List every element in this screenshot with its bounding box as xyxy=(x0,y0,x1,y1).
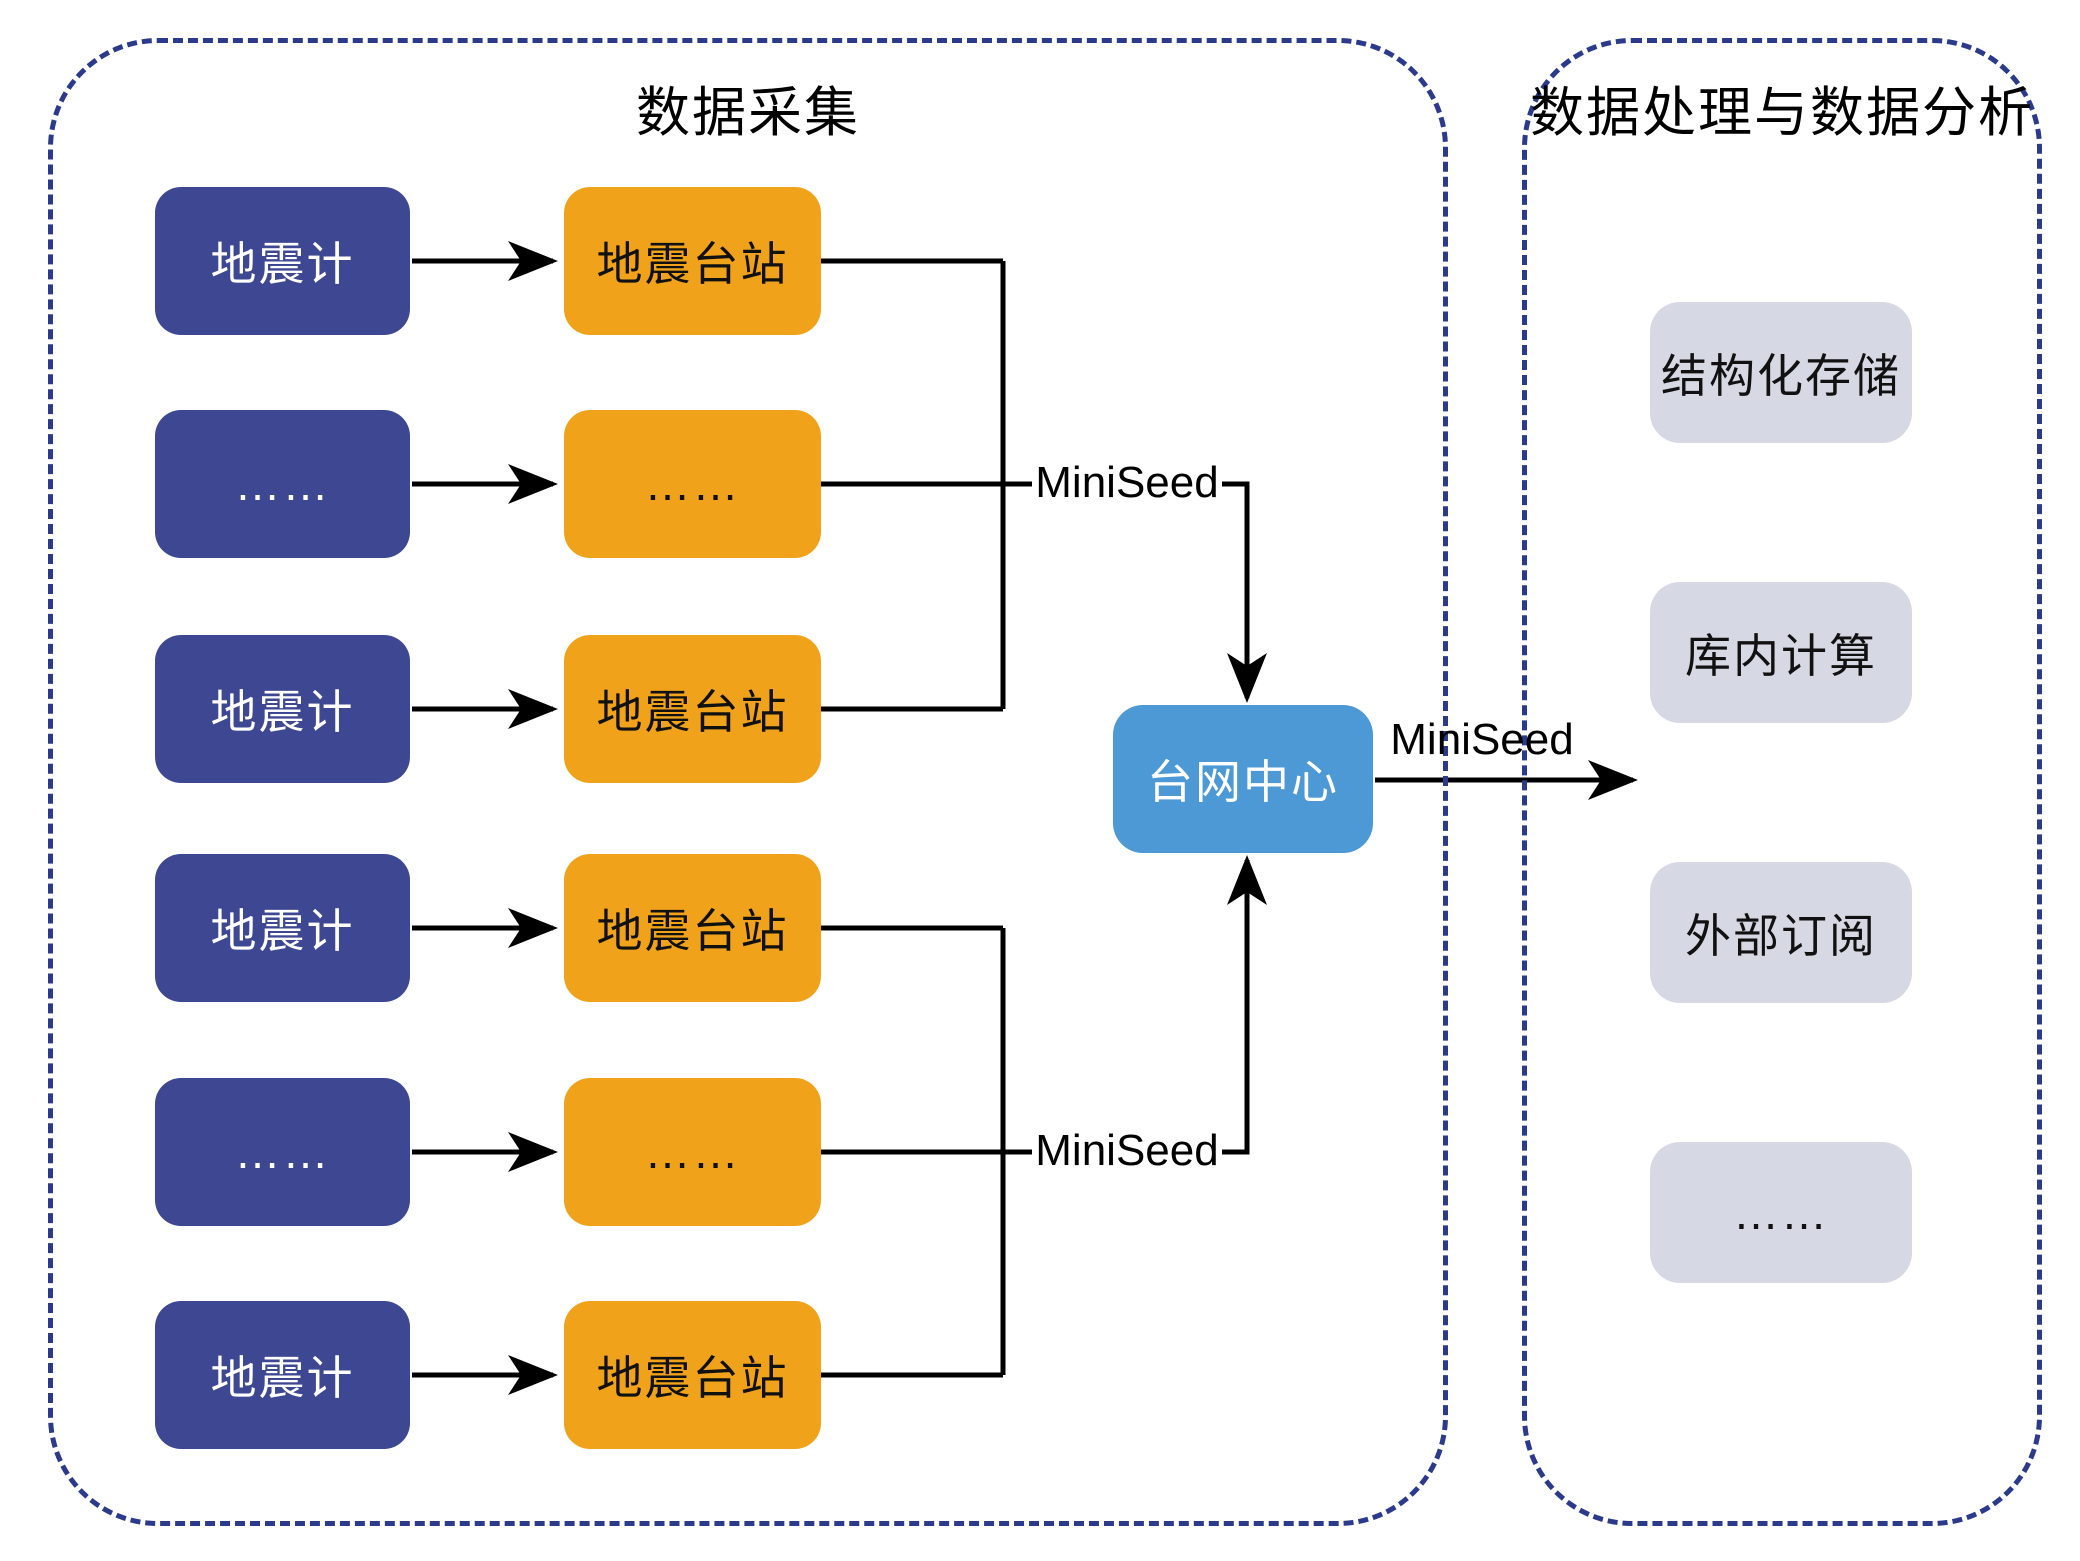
seismometer-box: 地震计 xyxy=(155,635,410,783)
station-box: 地震台站 xyxy=(564,187,821,335)
processing-item-ellipsis: …… xyxy=(1650,1142,1912,1283)
seismometer-box: 地震计 xyxy=(155,854,410,1002)
seismometer-ellipsis-box: …… xyxy=(155,1078,410,1226)
miniseed-label-top: MiniSeed xyxy=(1035,458,1219,507)
station-ellipsis-box: …… xyxy=(564,410,821,558)
station-box: 地震台站 xyxy=(564,635,821,783)
seismometer-ellipsis-box: …… xyxy=(155,410,410,558)
station-box: 地震台站 xyxy=(564,1301,821,1449)
processing-item-in-database-computing: 库内计算 xyxy=(1650,582,1912,723)
data-processing-container xyxy=(1522,38,2042,1526)
seismometer-box: 地震计 xyxy=(155,1301,410,1449)
wire-label-top-to-hub xyxy=(1222,481,1267,703)
miniseed-label-bottom: MiniSeed xyxy=(1035,1126,1219,1175)
miniseed-label-output: MiniSeed xyxy=(1390,715,1574,764)
processing-item-external-subscription: 外部订阅 xyxy=(1650,862,1912,1003)
hub-box: 台网中心 xyxy=(1113,705,1373,853)
processing-item-structured-storage: 结构化存储 xyxy=(1650,302,1912,443)
seismometer-box: 地震计 xyxy=(155,187,410,335)
data-processing-title: 数据处理与数据分析 xyxy=(1530,83,2034,143)
data-collection-title: 数据采集 xyxy=(636,83,860,143)
wire-label-bottom-to-hub xyxy=(1222,855,1267,1155)
station-box: 地震台站 xyxy=(564,854,821,1002)
data-collection-container xyxy=(48,38,1448,1526)
station-ellipsis-box: …… xyxy=(564,1078,821,1226)
